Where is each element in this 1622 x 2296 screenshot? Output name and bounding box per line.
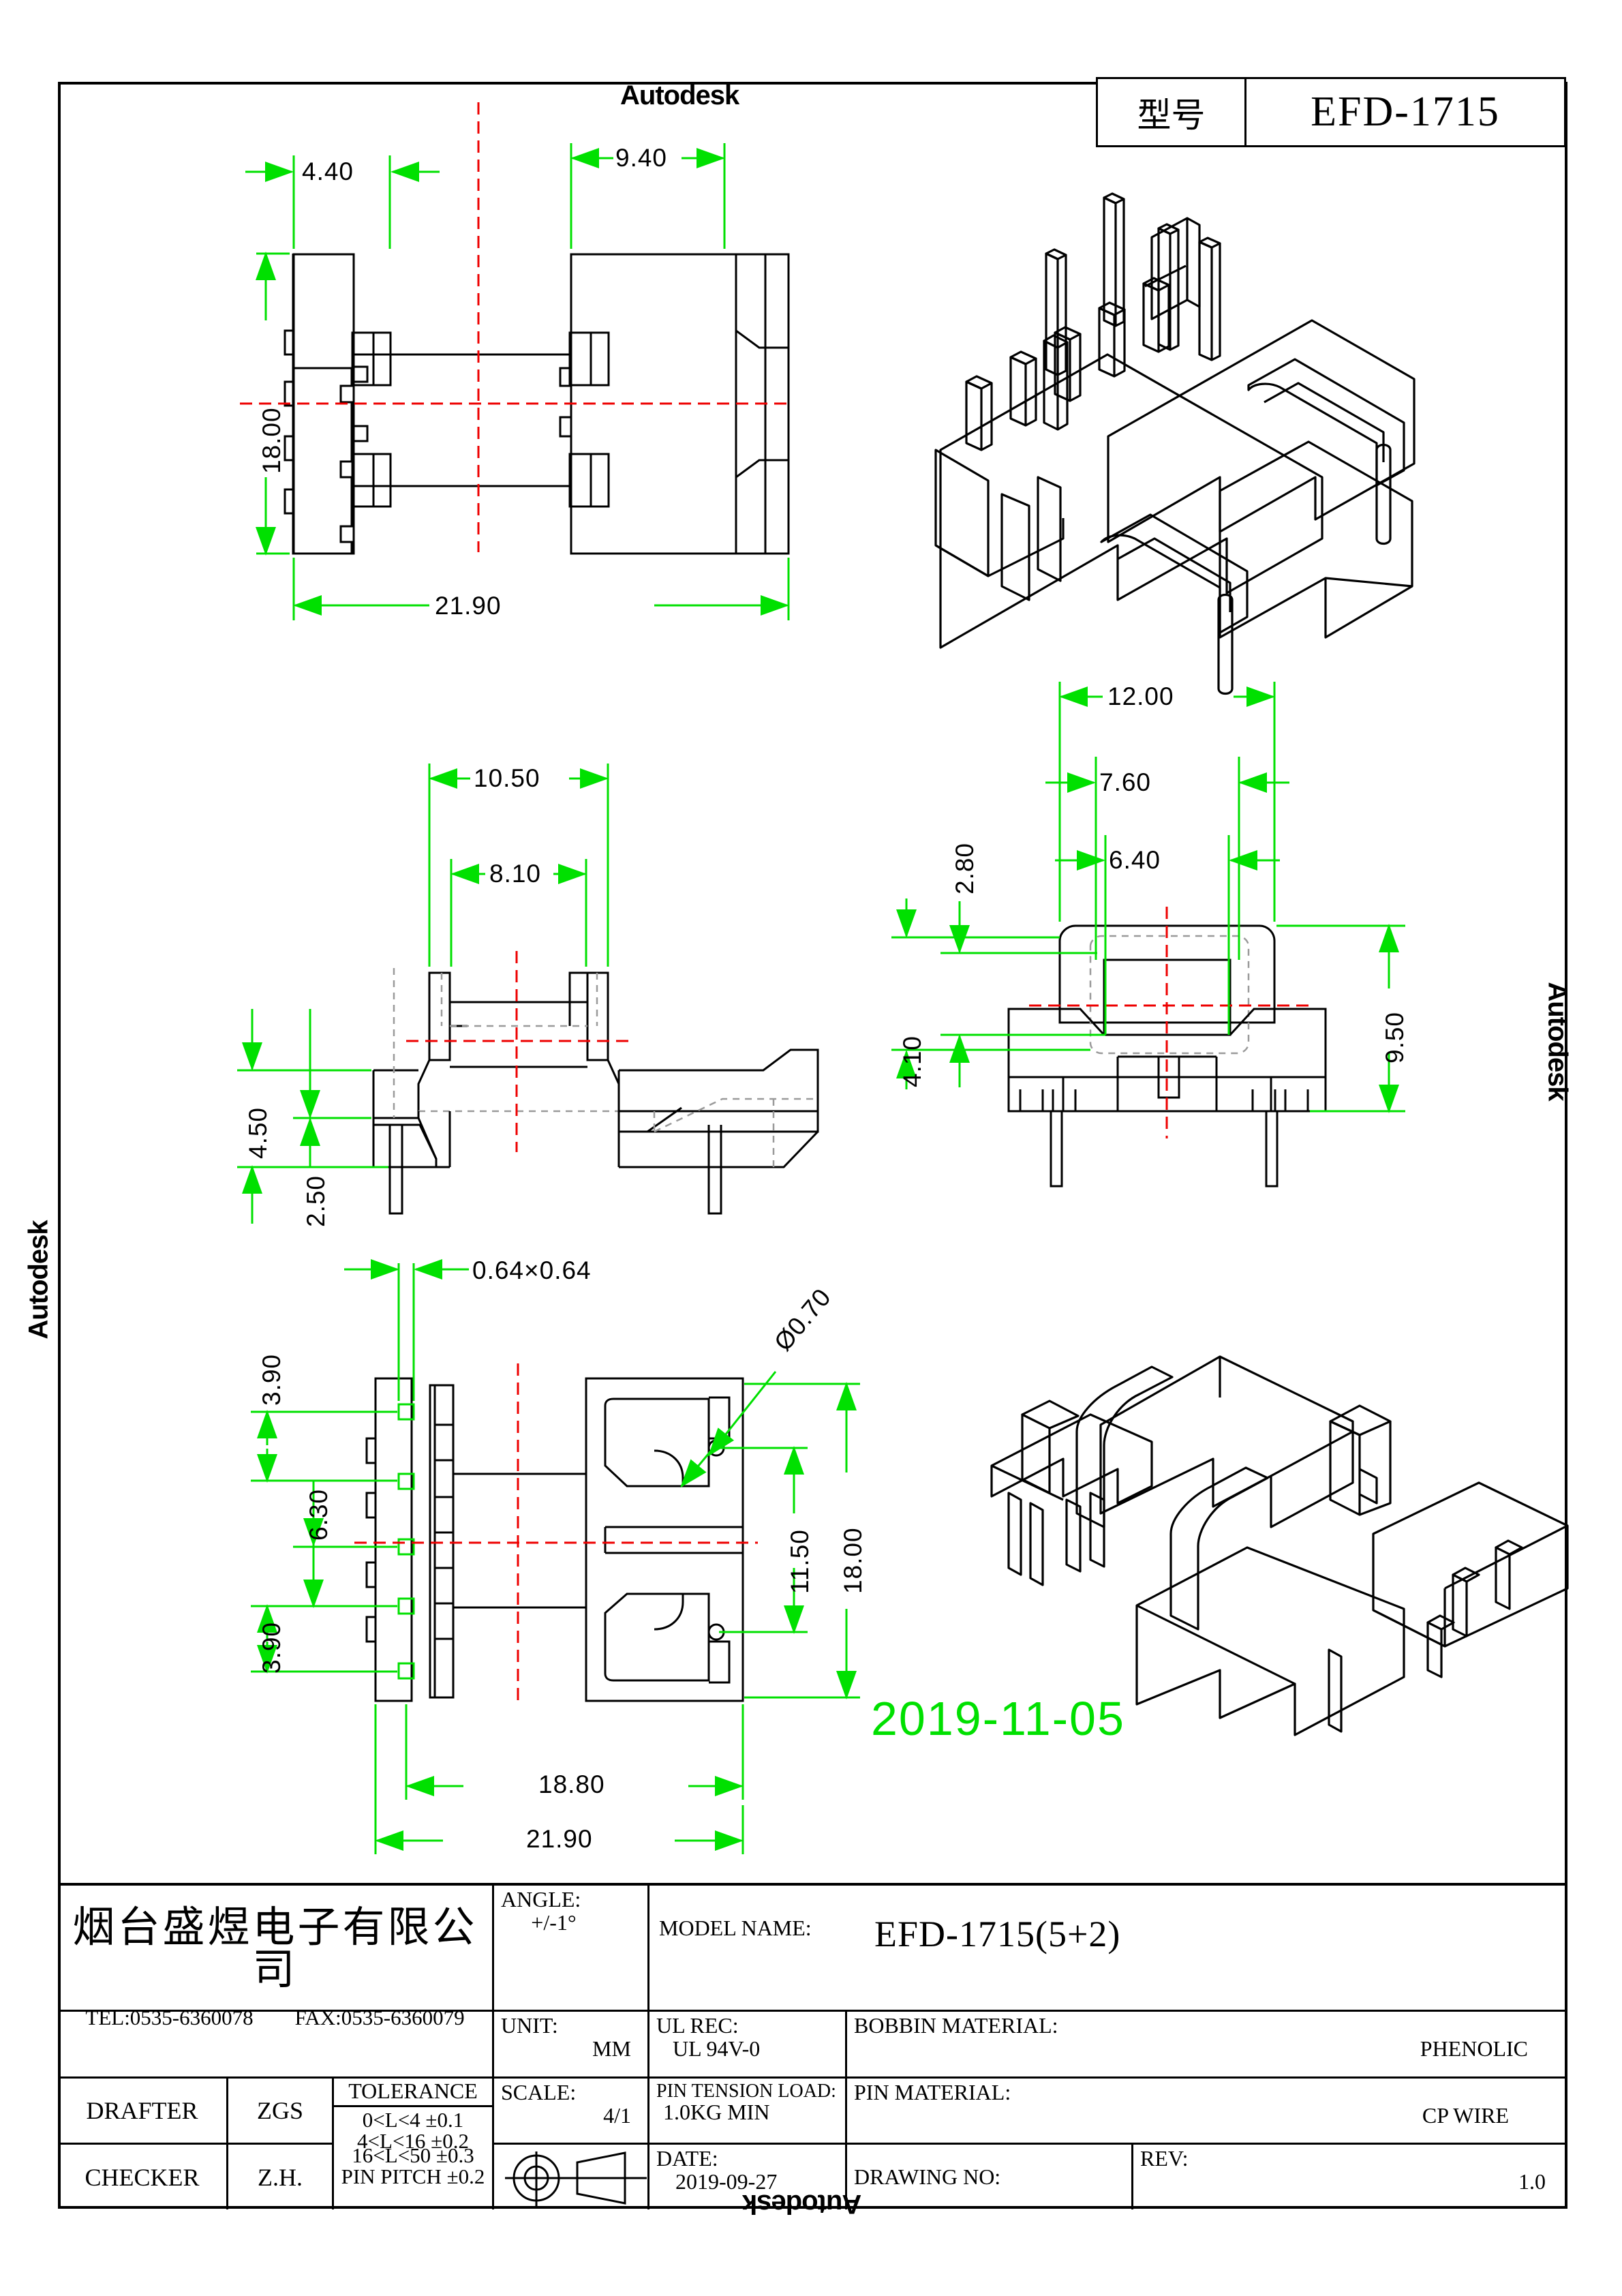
ul-rec-label: UL REC: bbox=[656, 2013, 739, 2038]
drawing-no-cell: DRAWING NO: bbox=[847, 2145, 1133, 2209]
dim-10-50: 10.50 bbox=[474, 764, 540, 792]
dim-7-60: 7.60 bbox=[1099, 768, 1152, 796]
model-name-cell: MODEL NAME: EFD-1715(5+2) bbox=[649, 1886, 1567, 2012]
angle-cell: ANGLE: +/-1° bbox=[494, 1886, 649, 2012]
date-cell: DATE: 2019-09-27 bbox=[649, 2145, 847, 2209]
dim-3-90-bot: 3.90 bbox=[258, 1621, 286, 1674]
tolerance-line-0: 0<L<4 ±0.1 bbox=[362, 2108, 464, 2132]
autodesk-watermark-top: Autodesk bbox=[620, 80, 739, 110]
date-value: 2019-09-27 bbox=[675, 2169, 778, 2194]
pin-tension-label: PIN TENSION LOAD: bbox=[656, 2081, 836, 2102]
pin-material-cell: PIN MATERIAL: CP WIRE bbox=[847, 2079, 1567, 2145]
dim-18-00-bot: 18.00 bbox=[839, 1527, 867, 1594]
model-header-label: 型号 bbox=[1098, 79, 1246, 145]
model-header-value: EFD-1715 bbox=[1311, 89, 1500, 135]
isometric-view-top-group bbox=[934, 192, 1416, 695]
dim-3-90-top: 3.90 bbox=[258, 1353, 286, 1406]
tolerance-line-1: 4<L<16 ±0.2 bbox=[357, 2129, 469, 2153]
drafter-label-cell: DRAFTER bbox=[58, 2079, 228, 2145]
dim-11-50: 11.50 bbox=[786, 1529, 814, 1594]
drafter-label: DRAFTER bbox=[86, 2097, 198, 2124]
drafter-value: ZGS bbox=[256, 2097, 303, 2124]
dim-4-40: 4.40 bbox=[302, 157, 354, 185]
rev-value: 1.0 bbox=[1518, 2169, 1546, 2194]
pin-material-value: CP WIRE bbox=[1422, 2102, 1509, 2128]
tolerance-line-2: 16<L<50 ±0.3 bbox=[352, 2143, 474, 2167]
dim-21-90-bot: 21.90 bbox=[526, 1825, 593, 1853]
side-view-group bbox=[237, 764, 819, 1224]
tolerance-cell-cont: 16<L<50 ±0.3 PIN PITCH ±0.2 bbox=[334, 2145, 494, 2209]
tolerance-cell: TOLERANCE 0<L<4 ±0.1 4<L<16 ±0.2 bbox=[334, 2079, 494, 2151]
isometric-view-bottom-group bbox=[990, 1355, 1569, 1736]
dim-8-10: 8.10 bbox=[489, 860, 542, 888]
dim-9-40: 9.40 bbox=[615, 144, 668, 172]
angle-label: ANGLE: bbox=[501, 1887, 581, 1912]
tolerance-line-3: PIN PITCH ±0.2 bbox=[341, 2164, 485, 2188]
scale-cell: SCALE: 4/1 bbox=[494, 2079, 649, 2145]
company-tel: TEL:0535-6360078 bbox=[85, 2006, 254, 2029]
checker-label-cell: CHECKER bbox=[58, 2145, 228, 2209]
pin-tension-value: 1.0KG MIN bbox=[663, 2100, 770, 2125]
drafter-value-cell: ZGS bbox=[228, 2079, 334, 2145]
pin-tension-cell: PIN TENSION LOAD: 1.0KG MIN bbox=[649, 2079, 847, 2145]
ul-rec-value: UL 94V-0 bbox=[673, 2036, 761, 2061]
pin-material-label: PIN MATERIAL: bbox=[854, 2080, 1011, 2104]
company-cell: 烟台盛煜电子有限公司 TEL:0535-6360078 FAX:0535-636… bbox=[58, 1886, 494, 2029]
dim-0-64x0-64: 0.64×0.64 bbox=[472, 1256, 592, 1284]
bobbin-material-value: PHENOLIC bbox=[1420, 2036, 1528, 2061]
dim-21-90-front: 21.90 bbox=[435, 592, 502, 620]
checker-value: Z.H. bbox=[258, 2163, 303, 2191]
first-angle-projection-symbol bbox=[505, 2151, 647, 2206]
dim-18-80: 18.80 bbox=[538, 1770, 605, 1798]
company-spacer-cell bbox=[58, 2012, 494, 2079]
dim-4-50: 4.50 bbox=[244, 1106, 272, 1159]
model-name-value: EFD-1715(5+2) bbox=[874, 1914, 1121, 1954]
front-view-group bbox=[240, 102, 791, 620]
scale-label: SCALE: bbox=[501, 2080, 577, 2104]
model-header-box: 型号 EFD-1715 bbox=[1096, 77, 1566, 147]
company-name: 烟台盛煜电子有限公司 bbox=[72, 1902, 478, 1994]
rev-label: REV: bbox=[1140, 2146, 1189, 2171]
dim-4-10: 4.10 bbox=[898, 1035, 926, 1087]
tolerance-header: TOLERANCE bbox=[334, 2079, 492, 2107]
company-fax: FAX:0535-6360079 bbox=[294, 2006, 465, 2029]
dim-9-50: 9.50 bbox=[1381, 1011, 1409, 1063]
ul-rec-cell: UL REC: UL 94V-0 bbox=[649, 2012, 847, 2079]
angle-value: +/-1° bbox=[531, 1909, 577, 1935]
dim-12-00: 12.00 bbox=[1107, 682, 1174, 710]
bobbin-material-cell: BOBBIN MATERIAL: PHENOLIC bbox=[847, 2012, 1567, 2079]
bobbin-material-label: BOBBIN MATERIAL: bbox=[854, 2013, 1058, 2038]
drawing-frame-border bbox=[58, 82, 1567, 2209]
unit-value: MM bbox=[592, 2036, 631, 2061]
end-view-group bbox=[891, 682, 1405, 1188]
scale-value: 4/1 bbox=[603, 2102, 631, 2128]
bottom-view-group bbox=[251, 1259, 860, 1854]
checker-label: CHECKER bbox=[85, 2163, 200, 2191]
dim-6-30: 6.30 bbox=[305, 1488, 333, 1541]
unit-cell: UNIT: MM bbox=[494, 2012, 649, 2079]
dim-18-00-front: 18.00 bbox=[258, 407, 286, 474]
model-name-label: MODEL NAME: bbox=[659, 1916, 812, 1940]
checker-value-cell: Z.H. bbox=[228, 2145, 334, 2209]
unit-label: UNIT: bbox=[501, 2013, 558, 2038]
date-label: DATE: bbox=[656, 2146, 718, 2171]
rev-cell: REV: 1.0 bbox=[1133, 2145, 1567, 2209]
title-block: 烟台盛煜电子有限公司 TEL:0535-6360078 FAX:0535-636… bbox=[58, 1883, 1567, 2209]
dim-2-50: 2.50 bbox=[302, 1175, 330, 1227]
green-revision-date: 2019-11-05 bbox=[871, 1692, 1125, 1745]
projection-symbol-cell bbox=[494, 2145, 649, 2209]
drawing-no-label: DRAWING NO: bbox=[854, 2164, 1001, 2189]
dim-6-40: 6.40 bbox=[1109, 846, 1161, 874]
dim-2-80: 2.80 bbox=[951, 842, 979, 894]
